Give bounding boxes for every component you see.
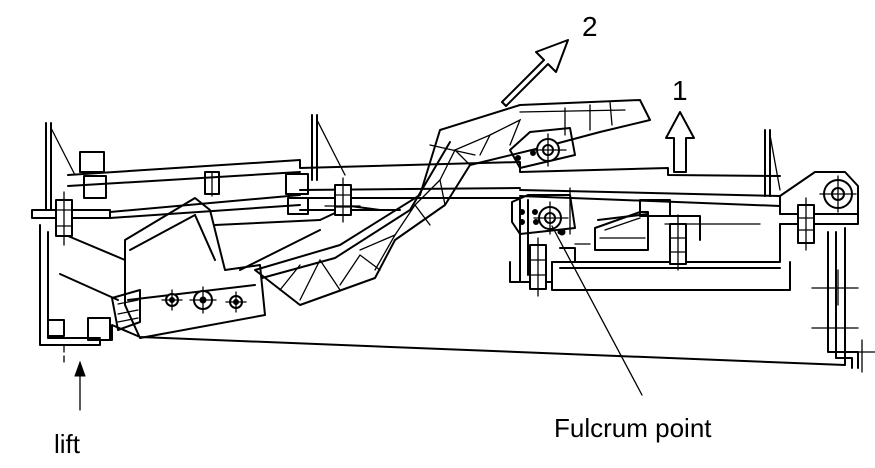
base-tray — [39, 224, 875, 373]
link-arm — [254, 99, 651, 306]
lift-arrow — [63, 345, 86, 411]
arrow-2-label: 2 — [582, 11, 598, 42]
fulcrum-pivot — [511, 187, 576, 236]
top-plate — [31, 151, 781, 219]
fulcrum-label: Fulcrum point — [554, 413, 712, 443]
arm-pins — [161, 286, 247, 314]
vertical-posts — [45, 114, 781, 211]
lift-label: lift — [54, 429, 81, 459]
arrow-1-label: 1 — [672, 75, 688, 106]
arrow-1 — [665, 111, 695, 173]
arrow-2 — [501, 39, 569, 107]
fulcrum-pointer — [551, 225, 643, 396]
right-mount — [779, 171, 859, 225]
bolts — [55, 177, 815, 297]
